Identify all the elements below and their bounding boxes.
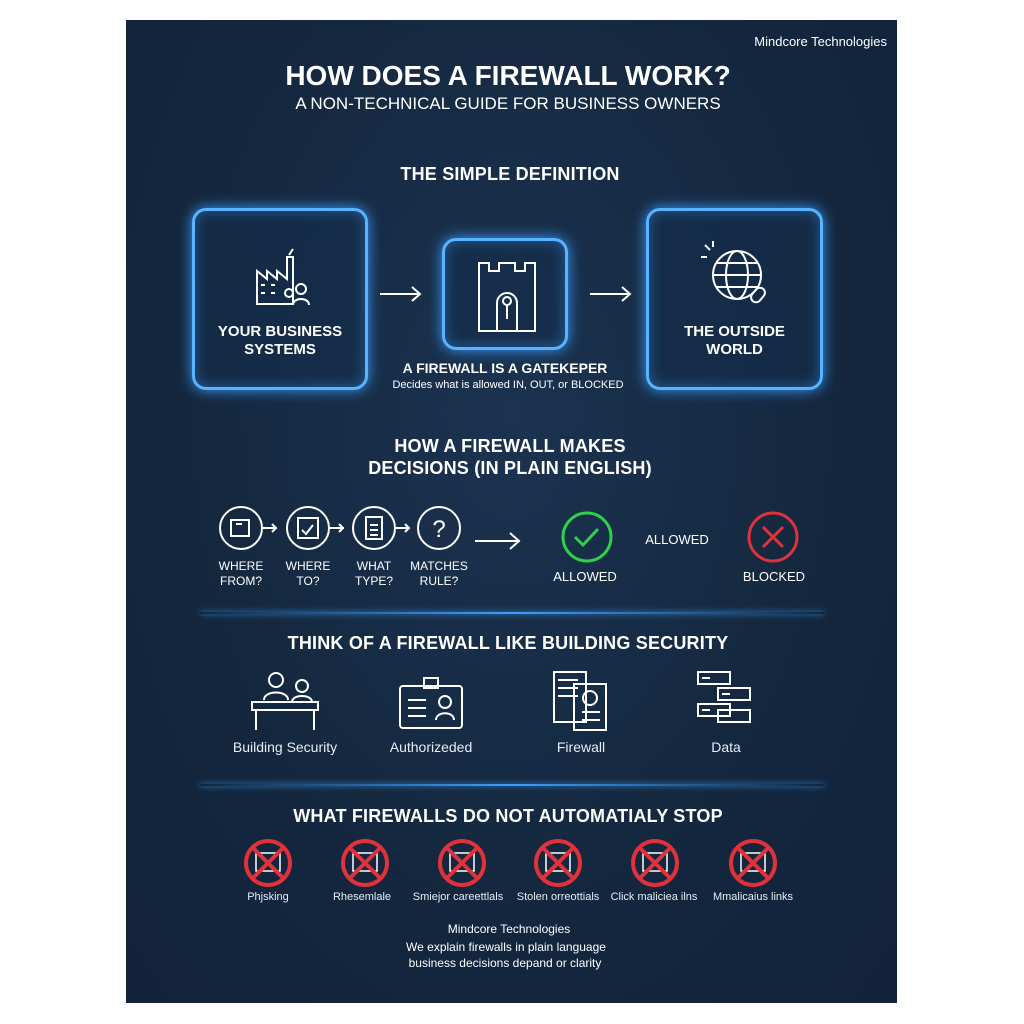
blocked-label: BLOCKED bbox=[742, 569, 806, 584]
globe-icon bbox=[701, 241, 766, 304]
brand-label: Mindcore Technologies bbox=[754, 34, 887, 49]
footer-line: We explain firewalls in plain language bbox=[406, 940, 606, 954]
not-stop-heading: WHAT FIREWALLS DO NOT AUTOMATIALY STOP bbox=[293, 806, 723, 826]
prohibited-icon bbox=[244, 839, 292, 887]
footer-line: business decisions depand or clarity bbox=[408, 956, 602, 970]
blocked-x-icon bbox=[747, 511, 799, 563]
firewall-gatekeeper-box bbox=[442, 238, 568, 350]
gatekeeper-title: A FIREWALL IS A GATEKEPER bbox=[402, 360, 608, 376]
prohibited-icon bbox=[729, 839, 777, 887]
divider bbox=[200, 784, 824, 786]
svg-text:?: ? bbox=[432, 516, 445, 543]
analogy-item: Firewall bbox=[556, 739, 606, 755]
footer-brand: Mindcore Technologies bbox=[447, 922, 571, 936]
not-stop-item: Phjsking bbox=[247, 891, 289, 903]
not-stop-item: Click maliciea ilns bbox=[610, 891, 698, 903]
arrow-right-icon bbox=[380, 286, 422, 302]
factory-icon bbox=[256, 248, 310, 306]
prohibited-icon bbox=[438, 839, 486, 887]
prohibited-icon bbox=[341, 839, 389, 887]
allowed-check-icon bbox=[561, 511, 613, 563]
decision-flow: ? bbox=[219, 506, 799, 563]
arrow-right-icon bbox=[590, 286, 632, 302]
page-title: HOW DOES A FIREWALL WORK? bbox=[285, 60, 731, 91]
page-subtitle: A NON-TECHNICAL GUIDE FOR BUSINESS OWNER… bbox=[295, 94, 721, 113]
not-stop-item: Mmalicaius links bbox=[712, 891, 794, 903]
definition-heading: THE SIMPLE DEFINITION bbox=[400, 164, 620, 184]
document-icon bbox=[352, 506, 396, 550]
not-stop-item: Smiejor careettlals bbox=[412, 891, 504, 903]
castle-gate-icon bbox=[478, 262, 536, 332]
not-stop-item: Stolen orreottials bbox=[516, 891, 600, 903]
gatekeeper-subtitle: Decides what is allowed IN, OUT, or BLOC… bbox=[392, 379, 624, 391]
divider bbox=[200, 612, 824, 614]
prohibited-icon bbox=[534, 839, 582, 887]
prohibited-icon bbox=[631, 839, 679, 887]
allowed-label: ALLOWED bbox=[553, 569, 617, 584]
calendar-check-icon bbox=[286, 506, 330, 550]
id-badge-icon bbox=[399, 677, 463, 729]
not-stop-item: Rhesemlale bbox=[332, 891, 392, 903]
server-icon bbox=[219, 506, 263, 550]
firewall-servers-icon bbox=[553, 671, 607, 731]
analogy-item: Authorizeded bbox=[389, 739, 473, 755]
analogy-item: Data bbox=[711, 739, 741, 755]
prohibited-icons bbox=[244, 839, 777, 887]
analogy-icons bbox=[251, 671, 751, 731]
big-arrow-icon bbox=[475, 532, 521, 550]
question-icon bbox=[417, 506, 461, 550]
security-desk-icon bbox=[251, 672, 319, 730]
small-arrows bbox=[263, 523, 411, 533]
data-servers-icon bbox=[697, 671, 751, 723]
allowed-middle-label: ALLOWED bbox=[645, 532, 709, 547]
analogy-heading: THINK OF A FIREWALL LIKE BUILDING SECURI… bbox=[287, 633, 729, 653]
analogy-item: Building Security bbox=[232, 739, 338, 755]
